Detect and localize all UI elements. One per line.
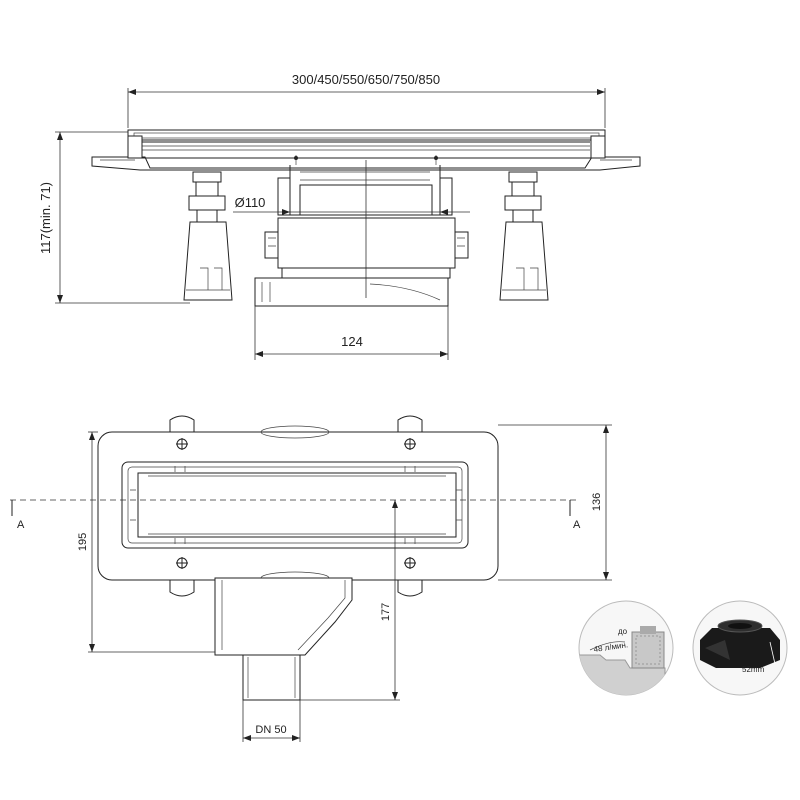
section-marker-left: A bbox=[17, 519, 25, 531]
screw-tab-top-left bbox=[169, 415, 195, 450]
detail-flow-rate: до 48 л/мин. bbox=[578, 600, 674, 696]
screw-tab-bottom-right bbox=[397, 557, 423, 597]
side-view: 300/450/550/650/750/850 117(min. 71) bbox=[38, 72, 641, 360]
detail-height-label: 52mm bbox=[742, 665, 765, 674]
left-adjustable-foot bbox=[183, 171, 233, 301]
outlet-diameter-label: Ø110 bbox=[235, 195, 266, 210]
screw-tab-bottom-left bbox=[169, 557, 195, 597]
outlet-depth-label: 177 bbox=[380, 603, 392, 621]
detail-construction-height: 52mm bbox=[692, 600, 788, 696]
right-adjustable-foot bbox=[499, 171, 549, 301]
detail-label-small: до bbox=[618, 627, 628, 636]
width-dimension-label: 136 bbox=[591, 493, 603, 511]
plan-view: A A 136 195 177 DN 50 bbox=[10, 415, 612, 742]
section-marker-right: A bbox=[573, 519, 581, 531]
overall-depth-label: 195 bbox=[77, 533, 89, 551]
outlet-size-label: DN 50 bbox=[255, 724, 286, 736]
length-dimension-label: 300/450/550/650/750/850 bbox=[292, 72, 440, 87]
screw-tab-top-right bbox=[397, 415, 423, 450]
outlet-offset-label: 124 bbox=[341, 334, 363, 349]
height-dimension-label: 117(min. 71) bbox=[38, 182, 53, 254]
